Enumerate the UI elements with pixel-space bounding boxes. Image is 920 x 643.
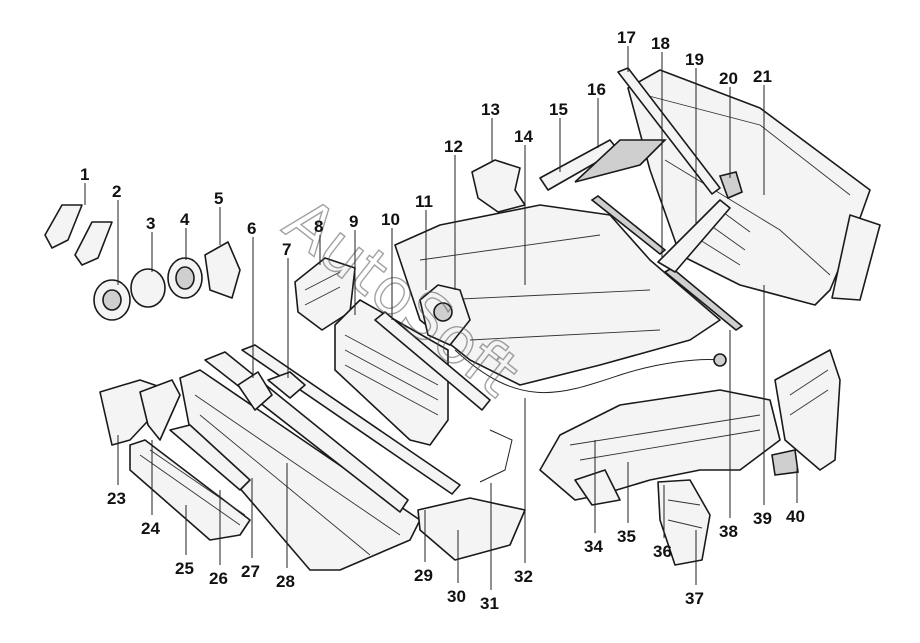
callout-39: 39 [753, 509, 772, 528]
callout-9: 9 [349, 212, 358, 231]
mounting-plate [204, 241, 241, 299]
callout-1: 1 [80, 165, 89, 184]
radiator-grille [334, 299, 449, 446]
callout-40: 40 [786, 507, 805, 526]
callout-3: 3 [146, 214, 155, 233]
fender-bracket [771, 449, 799, 476]
callout-4: 4 [180, 210, 190, 229]
trim-strip [617, 67, 721, 195]
callout-23: 23 [107, 489, 126, 508]
bumper-end-right [139, 379, 181, 441]
callout-32: 32 [514, 567, 533, 586]
wiper-blade-strip [590, 195, 667, 256]
grille-trim [374, 311, 491, 411]
callout-6: 6 [247, 219, 256, 238]
air-intake-grille [169, 424, 251, 491]
callout-2: 2 [112, 182, 121, 201]
hood-hinge [471, 159, 526, 213]
hood-latch [419, 284, 471, 346]
lamp-reflector [74, 221, 113, 266]
inner-apron [774, 349, 841, 471]
callout-29: 29 [414, 566, 433, 585]
callout-14: 14 [514, 127, 533, 146]
callout-10: 10 [381, 210, 400, 229]
callout-17: 17 [617, 28, 636, 47]
callout-16: 16 [587, 80, 606, 99]
mirror-mount [718, 171, 743, 200]
callout-8: 8 [314, 217, 323, 236]
callout-19: 19 [685, 50, 704, 69]
callout-18: 18 [651, 34, 670, 53]
callout-34: 34 [584, 537, 603, 556]
lower-spoiler [417, 497, 526, 561]
callout-38: 38 [719, 522, 738, 541]
callout-36: 36 [653, 542, 672, 561]
hood-release-cable [454, 349, 721, 393]
hood-panel [394, 204, 721, 386]
callout-31: 31 [480, 594, 499, 613]
callout-28: 28 [276, 572, 295, 591]
callout-37: 37 [685, 589, 704, 608]
callout-5: 5 [214, 189, 223, 208]
callout-25: 25 [175, 559, 194, 578]
callout-27: 27 [241, 562, 260, 581]
callout-26: 26 [209, 569, 228, 588]
callout-labels: 1 2 3 4 5 6 7 8 9 10 11 12 13 14 15 16 1… [80, 28, 805, 613]
washer-hose [657, 199, 731, 273]
cowl-panel [574, 139, 667, 183]
callout-11: 11 [415, 192, 433, 211]
mud-flap [657, 479, 711, 566]
windshield [627, 69, 881, 306]
callout-21: 21 [753, 67, 772, 86]
callout-12: 12 [444, 137, 463, 156]
callout-20: 20 [719, 69, 738, 88]
callout-30: 30 [447, 587, 466, 606]
callout-35: 35 [617, 527, 636, 546]
callout-15: 15 [549, 100, 568, 119]
callout-7: 7 [282, 240, 291, 259]
bulb-holder [130, 268, 166, 308]
leader-lines [84, 46, 798, 590]
callout-13: 13 [481, 100, 500, 119]
horn [237, 371, 273, 411]
callout-24: 24 [141, 519, 160, 538]
coolant-hose [479, 429, 513, 483]
lamp-lens [44, 204, 83, 249]
fog-lamp [267, 371, 306, 399]
